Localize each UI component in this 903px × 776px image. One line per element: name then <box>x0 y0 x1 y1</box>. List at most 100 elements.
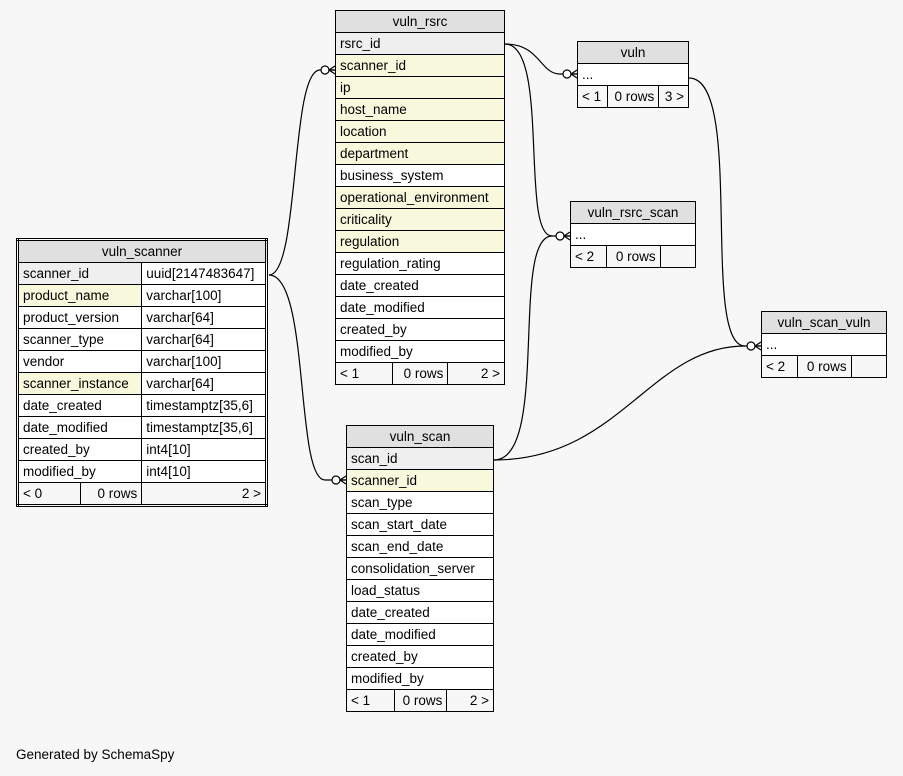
column-row[interactable]: host_name <box>335 98 505 121</box>
column-row[interactable]: created_by <box>335 318 505 341</box>
column-row[interactable]: date_modified <box>335 296 505 319</box>
column-row[interactable]: scanner_id <box>335 54 505 77</box>
column-name: date_created <box>335 274 505 297</box>
column-name: department <box>335 142 505 165</box>
column-row[interactable]: regulation_rating <box>335 252 505 275</box>
column-name: scanner_id <box>346 469 494 492</box>
column-row[interactable]: load_status <box>346 579 494 602</box>
column-name: modified_by <box>346 667 494 690</box>
column-row[interactable]: modified_by <box>335 340 505 363</box>
table-title: vuln_scan <box>346 425 494 448</box>
column-name: created_by <box>335 318 505 341</box>
column-name: location <box>335 120 505 143</box>
column-row[interactable]: scan_type <box>346 491 494 514</box>
column-name: created_by <box>16 438 143 461</box>
column-type: timestamptz[35,6] <box>141 416 267 439</box>
row-count: 0 rows <box>606 85 660 108</box>
column-row[interactable]: created_by <box>346 645 494 668</box>
table-header-row: vuln_scan <box>346 425 494 448</box>
column-row[interactable]: business_system <box>335 164 505 187</box>
column-row[interactable]: operational_environment <box>335 186 505 209</box>
edge-scanner-to-rsrc <box>268 69 335 276</box>
column-name: scan_id <box>346 447 494 470</box>
column-type: int4[10] <box>141 460 267 483</box>
column-name: scan_type <box>346 491 494 514</box>
column-name: created_by <box>346 645 494 668</box>
column-name: scan_start_date <box>346 513 494 536</box>
table-header-row: vuln_rsrc <box>335 10 505 33</box>
children-count: 2 > <box>446 689 494 712</box>
column-row[interactable]: location <box>335 120 505 143</box>
column-name: date_modified <box>346 623 494 646</box>
column-name: regulation <box>335 230 505 253</box>
column-name: vendor <box>16 350 143 373</box>
zero-or-many-icon <box>320 65 336 75</box>
column-row[interactable]: modified_by <box>346 667 494 690</box>
column-type: varchar[64] <box>141 306 267 329</box>
edge-vuln-to-scan-vuln <box>688 77 746 347</box>
column-name: modified_by <box>335 340 505 363</box>
column-row[interactable]: ... <box>577 63 689 86</box>
parents-count: < 2 <box>570 245 607 268</box>
column-row[interactable]: scanner_id <box>346 469 494 492</box>
column-row[interactable]: date_created <box>335 274 505 297</box>
column-type: int4[10] <box>141 438 267 461</box>
column-row[interactable]: department <box>335 142 505 165</box>
column-row[interactable]: rsrc_id <box>335 32 505 55</box>
table-title: vuln <box>577 41 689 64</box>
column-name: load_status <box>346 579 494 602</box>
table-header-row: vuln_scan_vuln <box>761 311 887 334</box>
column-row[interactable]: ip <box>335 76 505 99</box>
row-count: 0 rows <box>393 689 448 712</box>
parents-count: < 1 <box>577 85 608 108</box>
column-name: consolidation_server <box>346 557 494 580</box>
table-header-row: vuln_rsrc_scan <box>570 201 696 224</box>
column-name: criticality <box>335 208 505 231</box>
column-row[interactable]: criticality <box>335 208 505 231</box>
column-name: ... <box>570 223 696 246</box>
column-name: business_system <box>335 164 505 187</box>
column-name: date_modified <box>16 416 143 439</box>
edge-scan-to-rsrc-scan <box>493 235 553 461</box>
column-row[interactable]: date_modified <box>346 623 494 646</box>
column-row[interactable]: consolidation_server <box>346 557 494 580</box>
column-row[interactable]: scan_id <box>346 447 494 470</box>
column-name: product_name <box>16 284 143 307</box>
column-row[interactable]: scan_end_date <box>346 535 494 558</box>
parents-count: < 1 <box>346 689 395 712</box>
column-name: modified_by <box>16 460 143 483</box>
row-count: 0 rows <box>605 245 661 268</box>
column-row[interactable]: ... <box>570 223 696 246</box>
column-name: scanner_id <box>16 262 143 285</box>
children-count: 3 > <box>658 85 689 108</box>
children-count: 2 > <box>141 482 267 506</box>
zero-or-many-icon <box>746 341 762 351</box>
column-row[interactable]: ... <box>761 333 887 356</box>
column-name: scan_end_date <box>346 535 494 558</box>
column-row[interactable]: scan_start_date <box>346 513 494 536</box>
row-count: 0 rows <box>796 355 852 378</box>
edge-scan-to-scan-vuln <box>493 345 761 461</box>
column-row[interactable]: regulation <box>335 230 505 253</box>
column-row[interactable]: date_created <box>346 601 494 624</box>
